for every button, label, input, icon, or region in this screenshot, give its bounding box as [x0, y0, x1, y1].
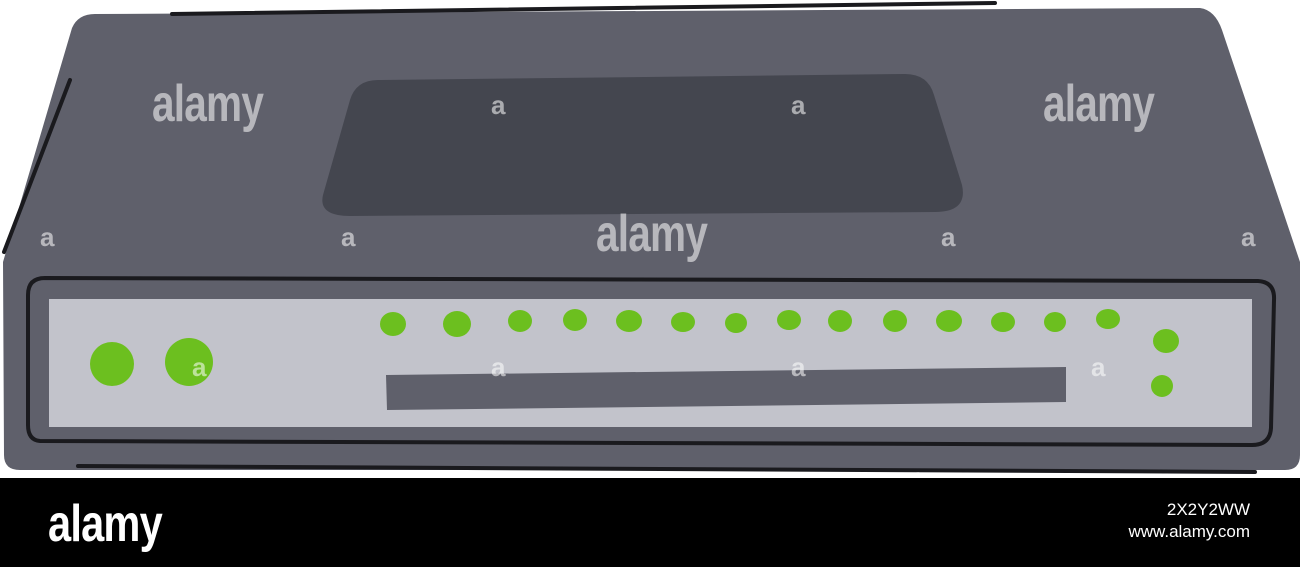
image-id: 2X2Y2WW	[1166, 500, 1250, 519]
port-led-icon	[1153, 329, 1179, 353]
port-led-icon	[508, 310, 532, 332]
router-illustration	[2, 1, 1300, 474]
port-led-icon	[828, 310, 852, 332]
port-led-icon	[563, 309, 587, 331]
power-led-icon	[90, 342, 134, 386]
site-url: www.alamy.com	[1128, 522, 1250, 541]
port-led-icon	[380, 312, 406, 336]
port-led-row	[380, 309, 1179, 397]
port-led-icon	[1151, 375, 1173, 397]
status-led-icon	[165, 338, 213, 386]
port-led-icon	[883, 310, 907, 332]
footer-bar: alamy 2X2Y2WW www.alamy.com	[0, 478, 1300, 567]
left-edge-stroke	[2, 78, 72, 254]
front-panel	[49, 299, 1252, 427]
port-led-icon	[991, 312, 1015, 332]
bottom-edge-stroke	[76, 464, 1257, 474]
port-led-icon	[671, 312, 695, 332]
port-led-icon	[777, 310, 801, 330]
port-led-icon	[616, 310, 642, 332]
top-edge-stroke	[170, 1, 997, 16]
front-slot	[386, 367, 1066, 410]
top-window	[322, 74, 963, 216]
port-led-icon	[1044, 312, 1066, 332]
port-led-icon	[725, 313, 747, 333]
front-panel-frame	[26, 275, 1277, 448]
port-led-icon	[1096, 309, 1120, 329]
port-led-icon	[936, 310, 962, 332]
footer-logo: alamy	[48, 495, 163, 553]
port-led-icon	[443, 311, 471, 337]
